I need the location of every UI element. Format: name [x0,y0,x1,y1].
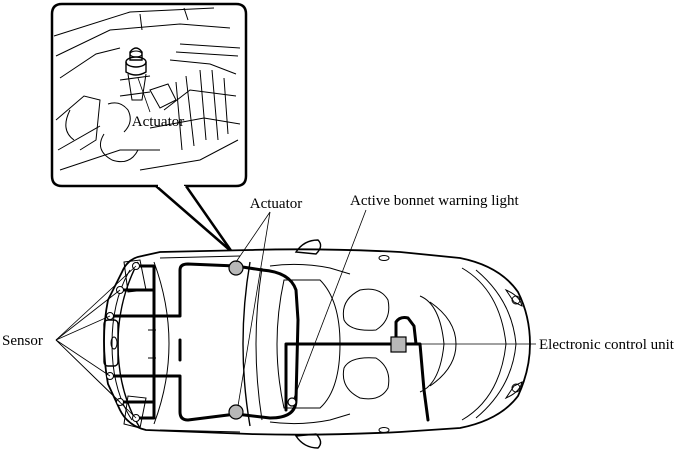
inset-actuator-label: Actuator [132,114,184,130]
inset-detail: Actuator [50,2,248,253]
actuator-front-left [228,260,244,276]
actuator-label: Actuator [250,196,302,212]
warning-light-label: Active bonnet warning light [350,193,520,209]
electronic-control-unit [390,336,407,353]
actuator-front-right [228,404,244,420]
warning-light [287,397,297,407]
sensor-label: Sensor [2,333,43,349]
ecu-label: Electronic control unit [539,337,675,353]
leader-lines [55,209,536,419]
inset-actuator-part [125,47,147,101]
